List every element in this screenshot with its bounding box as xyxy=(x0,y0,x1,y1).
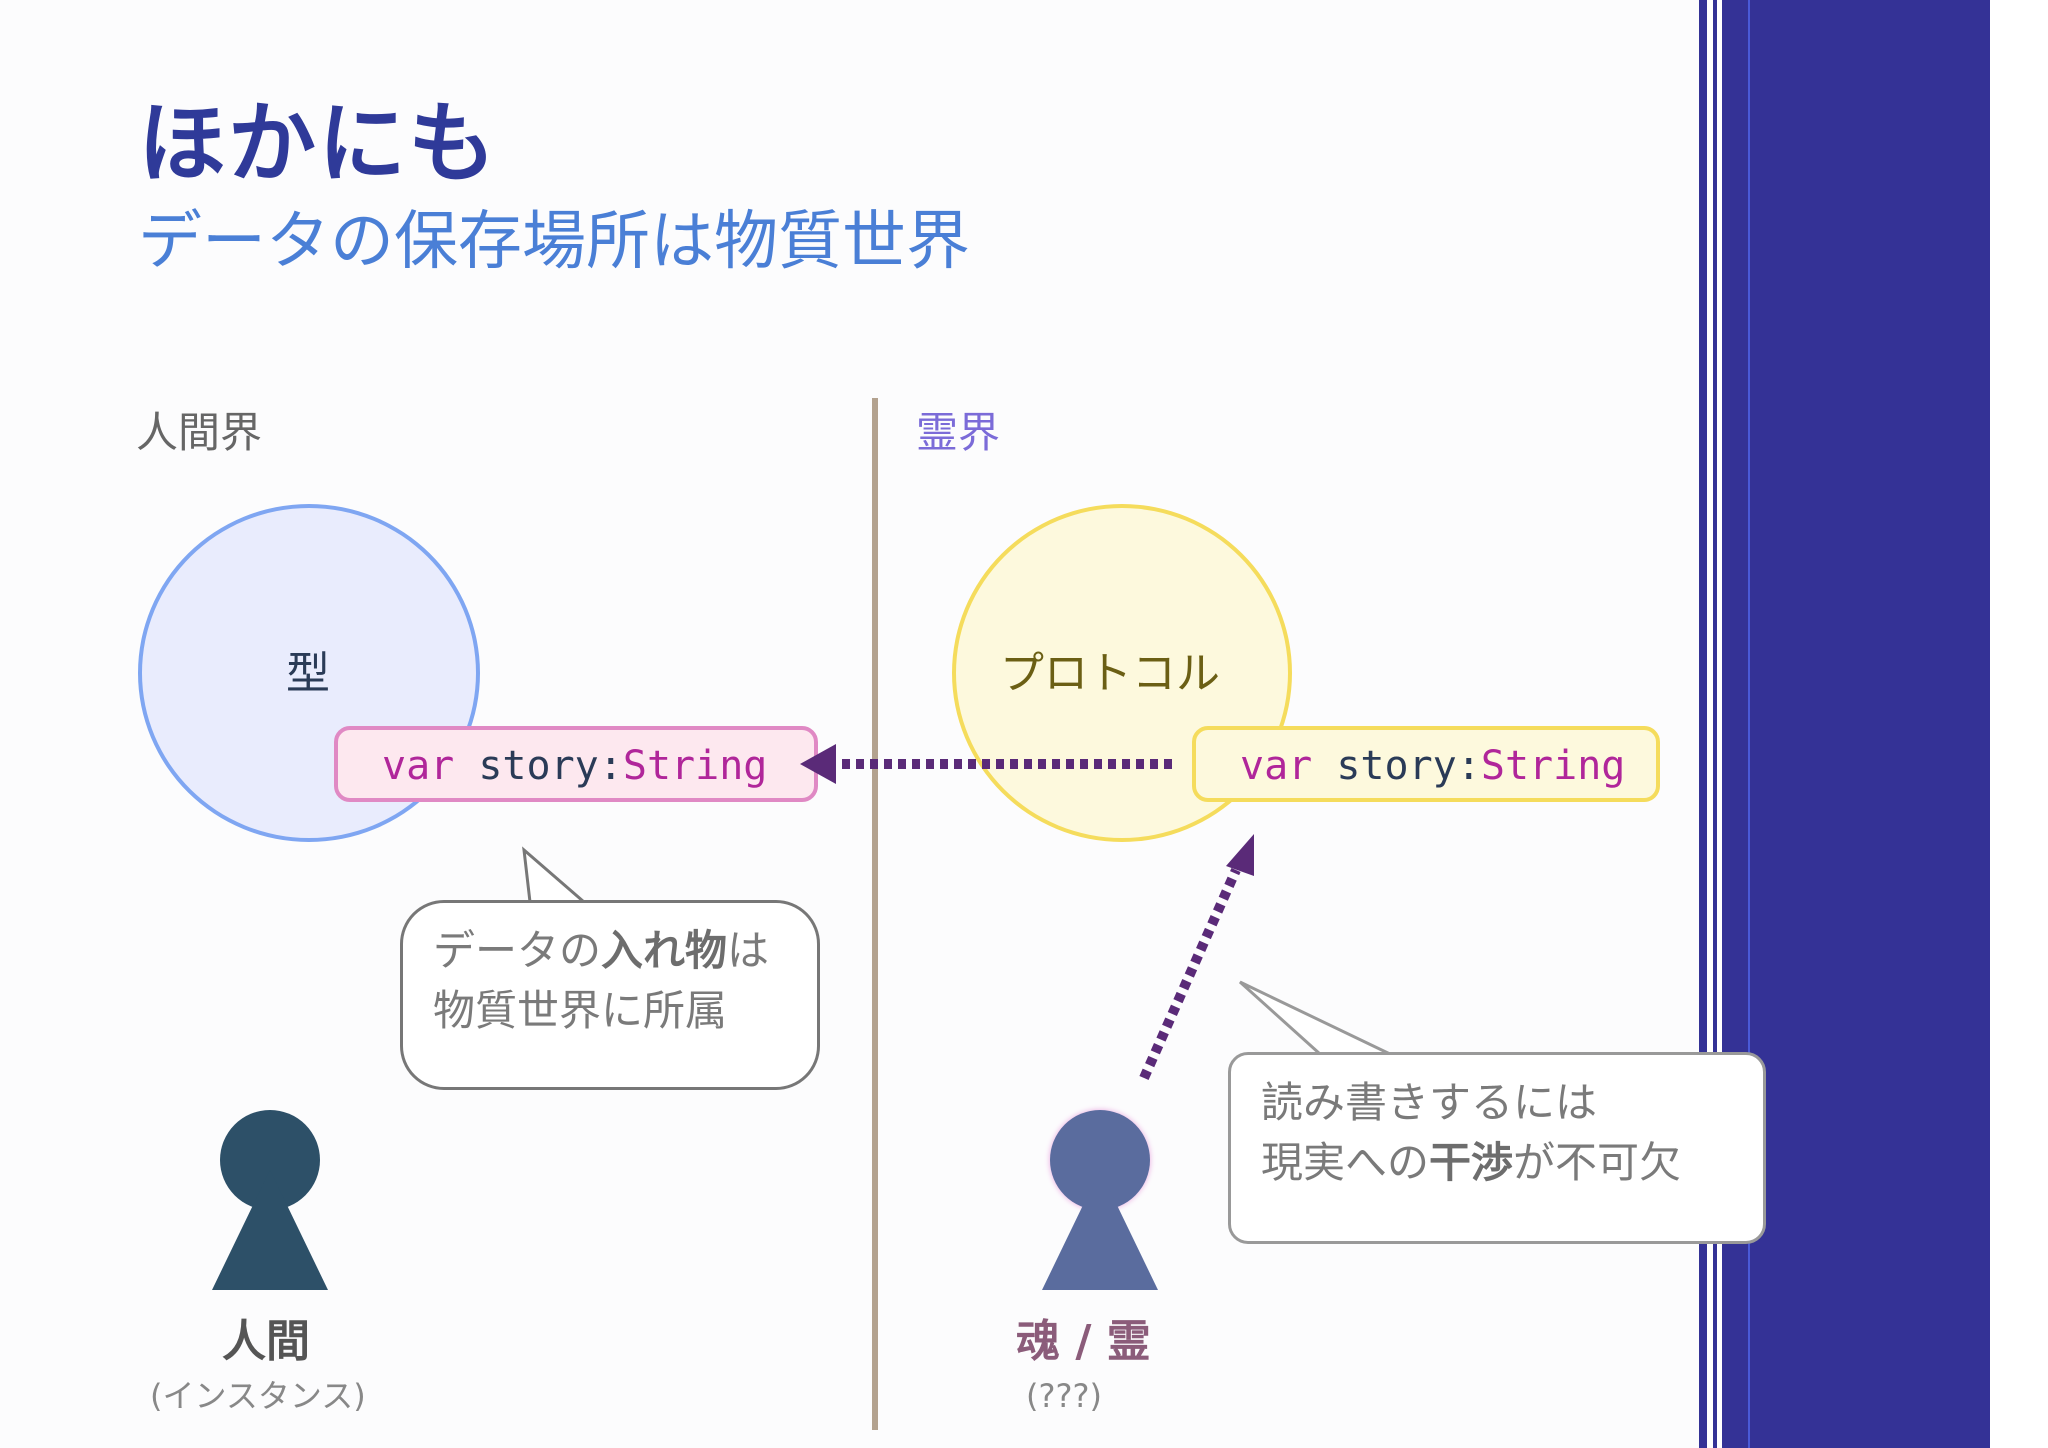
bubble-tail-right xyxy=(1238,980,1391,1056)
bubble-tail-left xyxy=(522,846,589,904)
arrow-head-up xyxy=(1226,834,1254,876)
code-type: String xyxy=(622,743,768,789)
type-property-box: var story:String xyxy=(334,726,818,802)
human-body xyxy=(212,1170,328,1290)
bubble-line-2: 物質世界に所属 xyxy=(433,986,728,1035)
code-name: story xyxy=(1336,743,1457,789)
human-world-heading: 人間界 xyxy=(136,408,263,457)
code-keyword: var xyxy=(382,743,455,789)
arrow-head-left xyxy=(800,744,836,784)
side-band-stripe-thin xyxy=(1699,0,1707,1448)
soul-sub: (???) xyxy=(1026,1377,1102,1415)
code-name: story xyxy=(478,743,599,789)
soul-name: 魂 / 霊 xyxy=(1016,1316,1151,1367)
slide-canvas: ほかにも データの保存場所は物質世界 人間界 霊界 型 プロトコル var st… xyxy=(136,92,1766,1430)
container-note-bubble: データの入れ物は 物質世界に所属 xyxy=(400,900,820,1090)
human-sub: (インスタンス) xyxy=(150,1377,366,1415)
dotted-arrow-diagonal xyxy=(1139,867,1241,1081)
human-name: 人間 xyxy=(222,1316,310,1367)
spirit-world-heading: 霊界 xyxy=(916,408,1001,457)
protocol-circle-label: プロトコル xyxy=(1000,648,1220,699)
type-circle-label: 型 xyxy=(286,648,330,699)
slide-title: ほかにも xyxy=(138,92,499,195)
bubble-line-1: データの入れ物は xyxy=(433,926,770,975)
side-band-stripe-mid xyxy=(1713,0,1717,1448)
bubble-line-1: 読み書きするには xyxy=(1261,1078,1598,1127)
code-colon: : xyxy=(1456,743,1481,789)
soul-body xyxy=(1042,1170,1158,1290)
interference-note-bubble: 読み書きするには 現実への干渉が不可欠 xyxy=(1228,1052,1766,1244)
protocol-property-box: var story:String xyxy=(1192,726,1660,802)
code-type: String xyxy=(1480,743,1626,789)
protocol-circle xyxy=(952,504,1292,842)
code-keyword: var xyxy=(1240,743,1313,789)
side-band-highlight xyxy=(1748,0,1750,1448)
code-colon: : xyxy=(598,743,623,789)
slide-subtitle: データの保存場所は物質世界 xyxy=(138,205,970,279)
side-band-main xyxy=(1722,0,1990,1448)
bubble-line-2: 現実への干渉が不可欠 xyxy=(1261,1138,1682,1187)
